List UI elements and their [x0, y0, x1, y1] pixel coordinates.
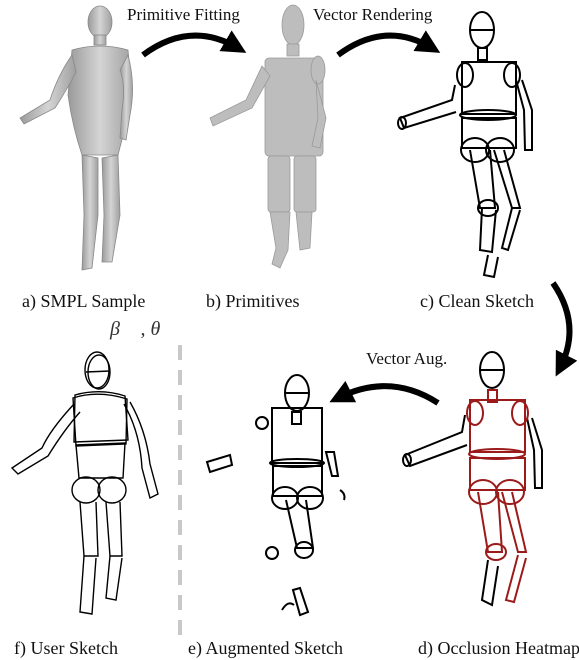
occlusion-heatmap-figure: [403, 352, 542, 605]
caption-occlusion-heatmap: d) Occlusion Heatmap: [418, 638, 579, 659]
arrow-primitive-fitting: [143, 36, 238, 55]
clean-sketch-figure: [398, 12, 532, 277]
caption-smpl-sample: a) SMPL Sample: [22, 291, 145, 312]
arrow-to-heatmap: [553, 283, 569, 368]
step-label-primitive-fitting: Primitive Fitting: [127, 5, 240, 25]
caption-clean-sketch: c) Clean Sketch: [420, 291, 534, 312]
step-label-vector-aug: Vector Aug.: [366, 349, 447, 369]
shape-pose-parameters: β⃗ , θ⃗: [110, 318, 176, 341]
step-label-vector-rendering: Vector Rendering: [313, 5, 432, 25]
smpl-mesh-figure: [20, 6, 133, 270]
arrow-vector-aug: [338, 386, 438, 403]
caption-augmented-sketch: e) Augmented Sketch: [188, 638, 343, 659]
caption-user-sketch: f) User Sketch: [14, 638, 118, 659]
caption-primitives: b) Primitives: [206, 291, 300, 312]
augmented-sketch-figure: [207, 375, 345, 615]
arrow-vector-rendering: [338, 36, 432, 55]
user-sketch-figure: [12, 352, 158, 614]
